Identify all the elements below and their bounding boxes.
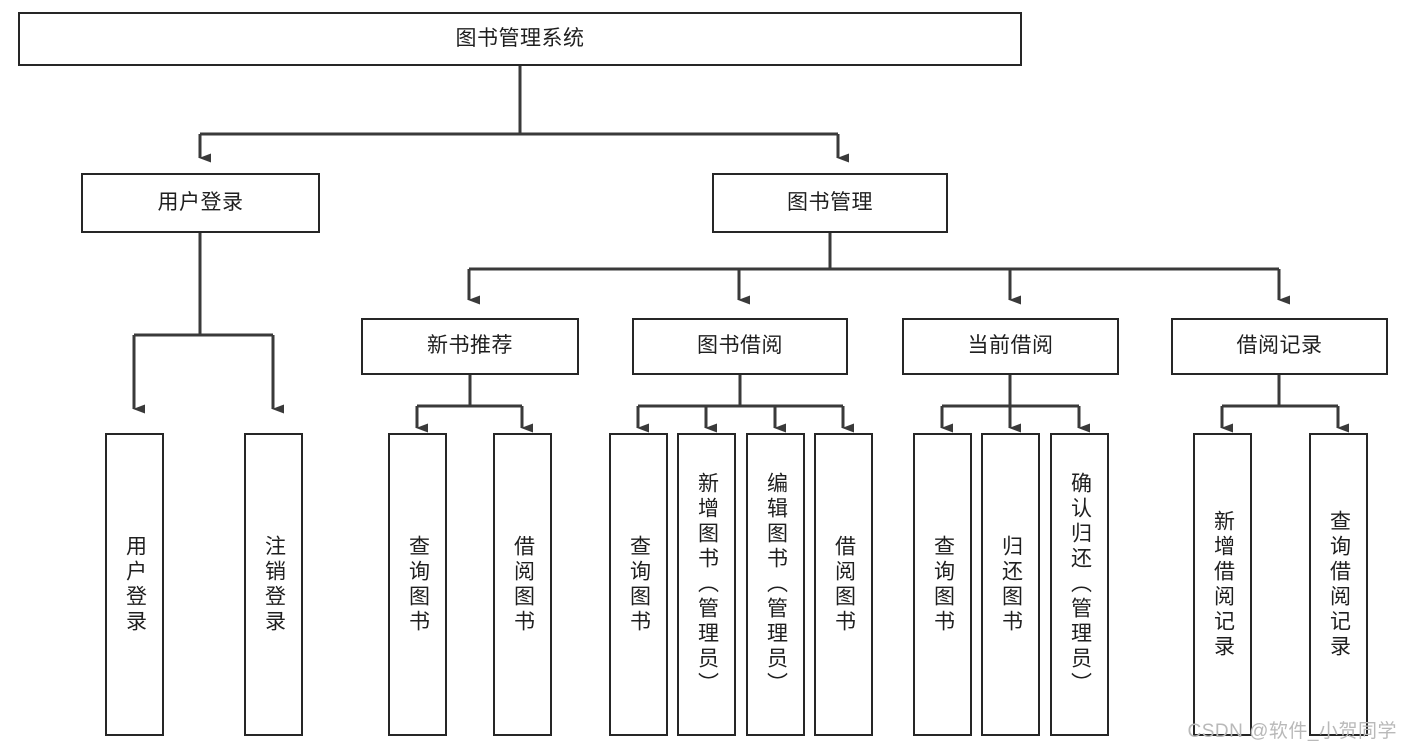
node-label: 查询图书 [931, 534, 955, 635]
leaf-recommend-query-book[interactable]: 查询图书 [388, 433, 447, 736]
node-borrow-record[interactable]: 借阅记录 [1171, 318, 1388, 375]
node-label: 归还图书 [999, 534, 1023, 635]
node-user-login[interactable]: 用户登录 [81, 173, 320, 233]
node-label: 图书管理 [787, 190, 873, 214]
watermark-text: CSDN @软件_小贺同学 [1187, 721, 1397, 742]
leaf-current-return-book[interactable]: 归还图书 [981, 433, 1040, 736]
node-root-system[interactable]: 图书管理系统 [18, 12, 1022, 66]
node-label: 查询图书 [406, 534, 430, 635]
node-label: 用户登录 [123, 534, 147, 635]
leaf-record-query-record[interactable]: 查询借阅记录 [1309, 433, 1368, 736]
node-label: 注销登录 [262, 534, 286, 635]
node-new-book-recommend[interactable]: 新书推荐 [361, 318, 579, 375]
node-label: 用户登录 [157, 190, 244, 214]
leaf-user-login-login[interactable]: 用户登录 [105, 433, 164, 736]
leaf-current-query-book[interactable]: 查询图书 [913, 433, 972, 736]
node-label: 图书借阅 [697, 334, 783, 358]
node-label: 编辑图书（管理员） [764, 472, 788, 697]
leaf-current-confirm-return-admin[interactable]: 确认归还（管理员） [1050, 433, 1109, 736]
node-book-borrow[interactable]: 图书借阅 [632, 318, 848, 375]
leaf-record-add-record[interactable]: 新增借阅记录 [1193, 433, 1252, 736]
node-label: 新书推荐 [427, 334, 513, 358]
leaf-borrow-borrow-book[interactable]: 借阅图书 [814, 433, 873, 736]
node-label: 新增借阅记录 [1211, 509, 1235, 660]
node-book-management[interactable]: 图书管理 [712, 173, 948, 233]
leaf-user-login-logout[interactable]: 注销登录 [244, 433, 303, 736]
node-label: 查询图书 [627, 534, 651, 635]
node-label: 新增图书（管理员） [695, 472, 719, 697]
node-current-borrow[interactable]: 当前借阅 [902, 318, 1119, 375]
node-label: 图书管理系统 [455, 26, 585, 50]
leaf-recommend-borrow-book[interactable]: 借阅图书 [493, 433, 552, 736]
node-label: 借阅图书 [832, 534, 856, 635]
leaf-borrow-edit-book-admin[interactable]: 编辑图书（管理员） [746, 433, 805, 736]
node-label: 借阅图书 [511, 534, 535, 635]
node-label: 借阅记录 [1236, 334, 1323, 358]
leaf-borrow-query-book[interactable]: 查询图书 [609, 433, 668, 736]
leaf-borrow-add-book-admin[interactable]: 新增图书（管理员） [677, 433, 736, 736]
node-label: 查询借阅记录 [1327, 509, 1351, 660]
node-label: 确认归还（管理员） [1068, 472, 1092, 697]
node-label: 当前借阅 [967, 334, 1054, 358]
